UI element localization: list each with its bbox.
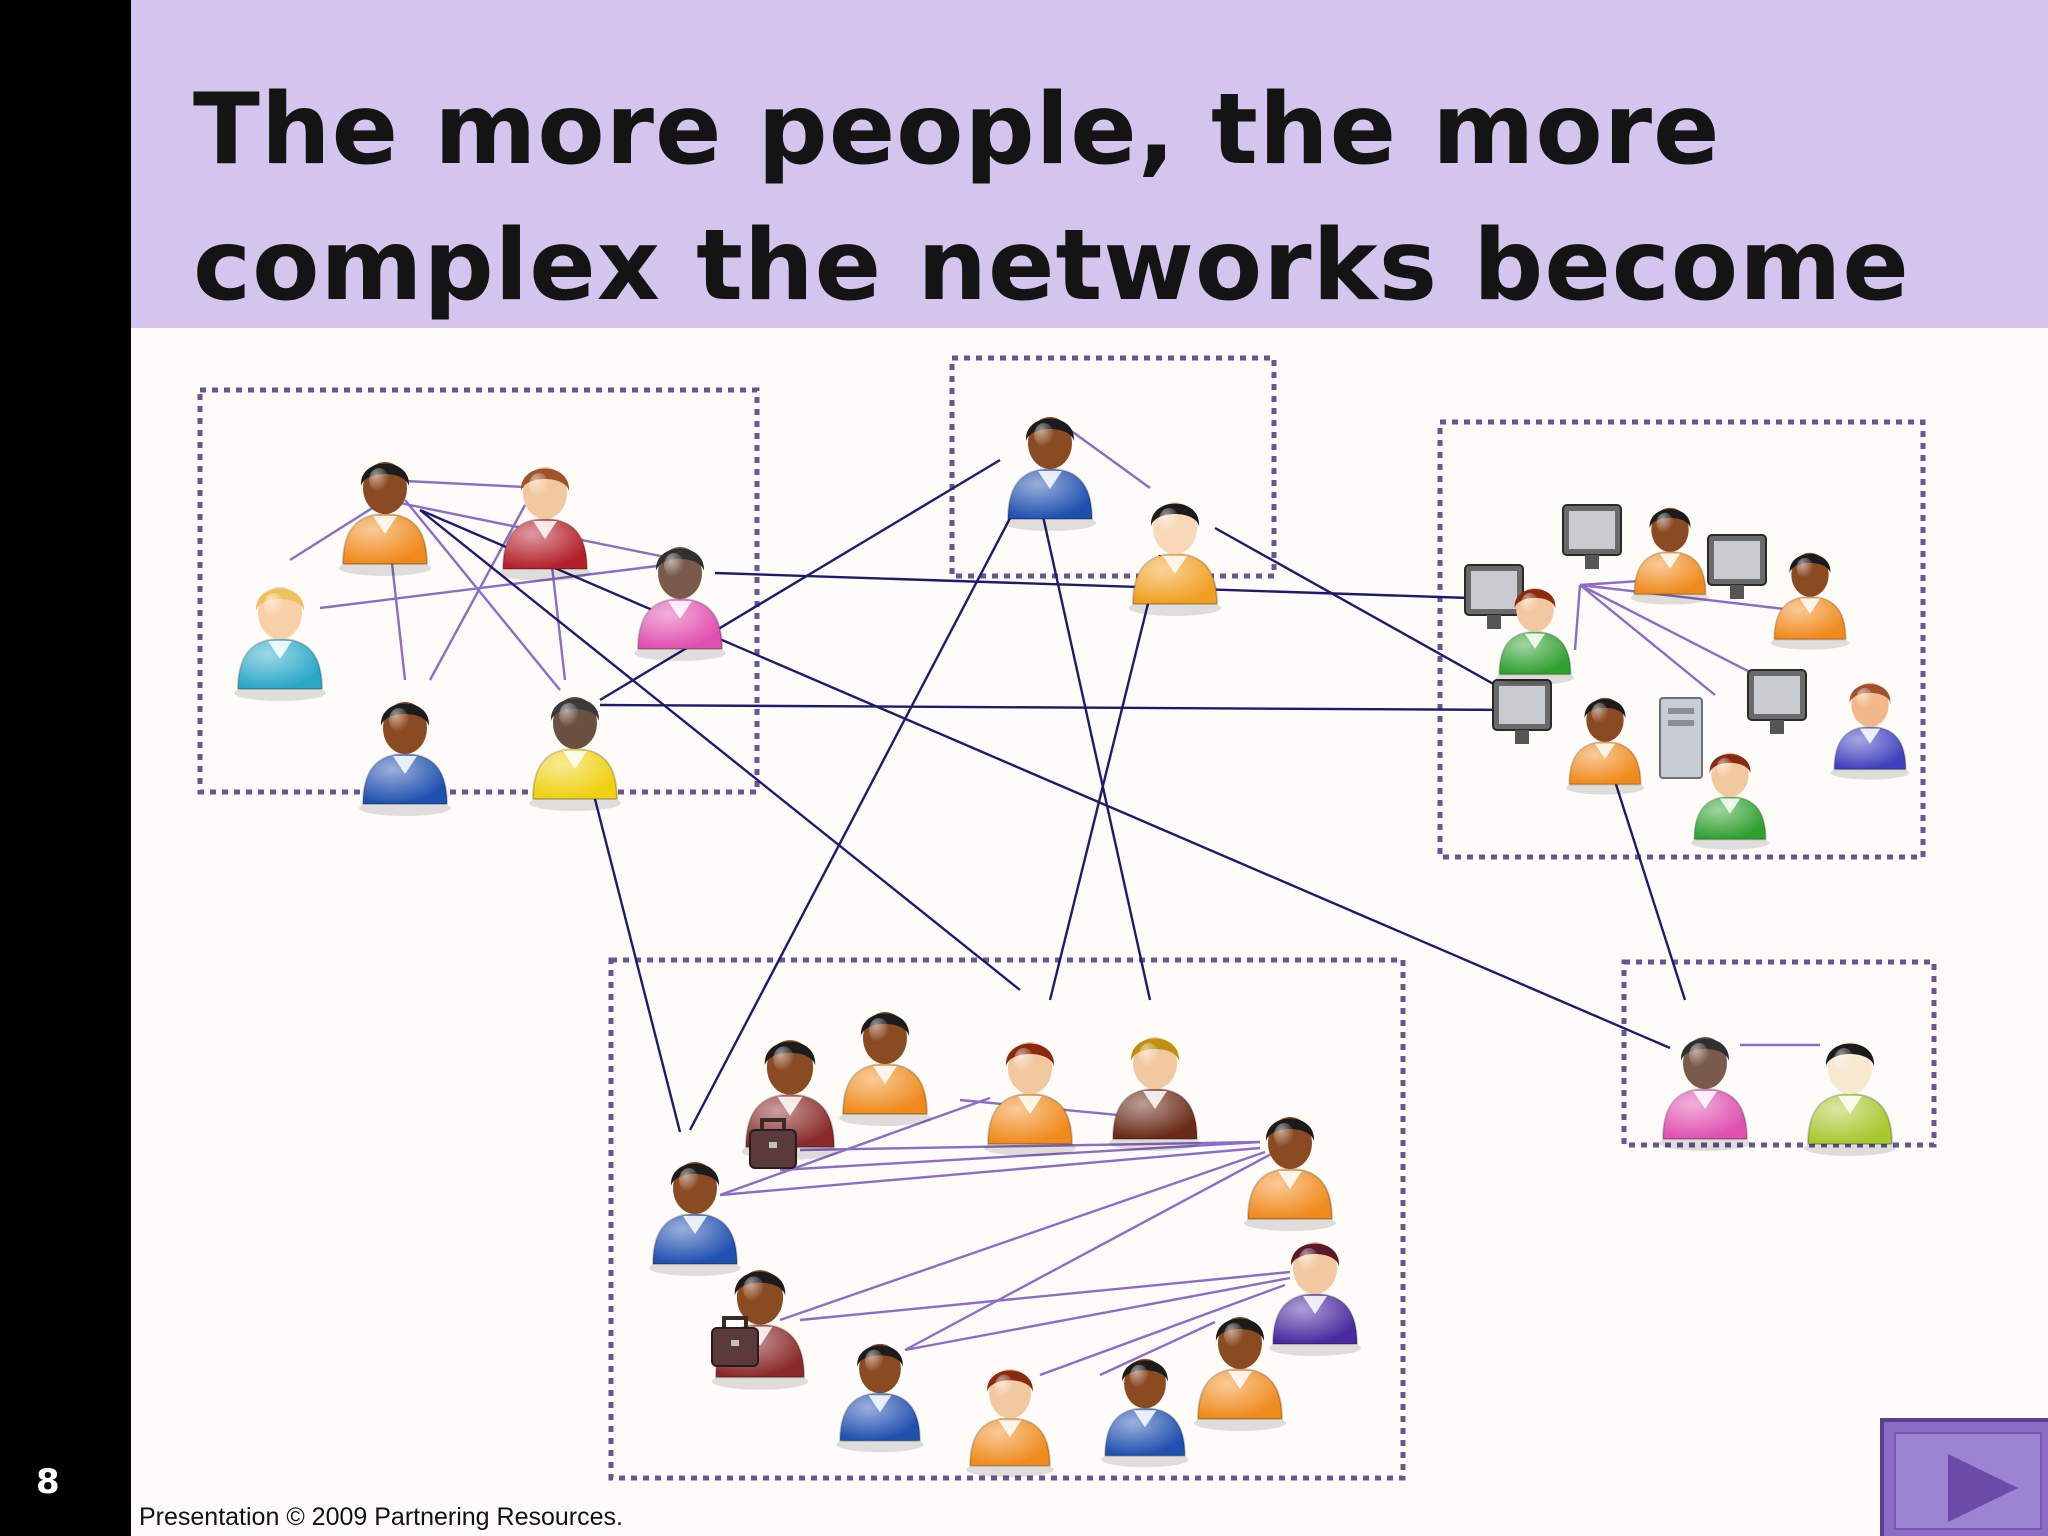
person-icon [1565, 697, 1645, 795]
person-icon [529, 697, 621, 811]
network-link [688, 479, 1032, 1131]
person-icon [1004, 417, 1096, 531]
person-icon [359, 702, 451, 816]
person-icon [1630, 507, 1710, 605]
title-line-2: complex the networks become [193, 209, 1910, 323]
group-boundary-box [608, 957, 1406, 1481]
person-icon [234, 587, 326, 701]
network-link [1573, 584, 1582, 651]
person-icon [1129, 502, 1221, 616]
network-link [419, 509, 1021, 991]
person-icon [499, 467, 591, 581]
network-link [428, 504, 527, 681]
person-icon [1244, 1117, 1336, 1231]
computer-monitor-icon [1707, 534, 1767, 599]
network-link [319, 563, 666, 610]
briefcase-icon [749, 1118, 797, 1169]
group-boundary-box [949, 355, 1277, 579]
person-icon [1804, 1042, 1896, 1156]
next-button-face [1894, 1432, 2042, 1530]
network-link [714, 571, 1471, 600]
briefcase-icon [711, 1316, 759, 1367]
person-icon [836, 1343, 924, 1453]
person-icon [1101, 1358, 1189, 1468]
person-icon [1495, 587, 1575, 685]
group-boundary-box [197, 387, 760, 795]
person-icon [649, 1162, 741, 1276]
person-icon [1109, 1037, 1201, 1151]
person-icon [966, 1368, 1054, 1478]
group-boundary-box [1621, 959, 1937, 1148]
network-link [583, 759, 682, 1133]
server-tower-icon [1659, 697, 1703, 779]
slide-number: 8 [36, 1462, 60, 1502]
person-icon [1770, 552, 1850, 650]
next-slide-button[interactable] [1880, 1418, 2048, 1536]
title-band [131, 0, 2048, 328]
network-link [1069, 429, 1151, 489]
title-line-1: The more people, the more [193, 73, 1721, 187]
computer-monitor-icon [1562, 504, 1622, 569]
network-link [404, 499, 561, 691]
person-icon [1659, 1037, 1751, 1151]
network-link [799, 1270, 1291, 1322]
network-link [1579, 583, 1811, 614]
network-link [1579, 584, 1716, 696]
network-link [1033, 479, 1152, 1001]
group-boundary-box [1437, 419, 1926, 860]
network-link [1603, 749, 1687, 1001]
computer-monitor-icon [1492, 679, 1552, 744]
person-icon [339, 462, 431, 576]
network-link [904, 1276, 1291, 1352]
computer-monitor-icon [1747, 669, 1807, 734]
network-link [1099, 1320, 1216, 1377]
person-icon [839, 1012, 931, 1126]
left-sidebar-bar [0, 0, 131, 1536]
play-triangle-icon [1948, 1454, 2018, 1522]
network-link [779, 1140, 1261, 1172]
network-link [1214, 526, 1541, 712]
person-icon [634, 547, 726, 661]
network-link [599, 703, 1521, 712]
network-link [419, 508, 1671, 1050]
network-link [1039, 1283, 1286, 1377]
network-link [384, 478, 546, 490]
person-icon [1690, 752, 1770, 850]
network-link [799, 1140, 1261, 1152]
network-link [779, 1150, 1266, 1322]
person-icon [984, 1042, 1076, 1156]
network-link [904, 1150, 1276, 1352]
slide-title: The more people, the more complex the ne… [193, 62, 1933, 334]
network-link [599, 458, 1001, 702]
person-icon [1830, 682, 1910, 780]
person-icon [1269, 1242, 1361, 1356]
network-link [289, 498, 386, 562]
person-icon [1194, 1317, 1286, 1431]
copyright-footer: Presentation © 2009 Partnering Resources… [139, 1503, 623, 1531]
network-link [1048, 554, 1162, 1001]
network-link [719, 1096, 991, 1197]
computer-monitor-icon [1464, 564, 1524, 629]
network-link [719, 1146, 1261, 1197]
